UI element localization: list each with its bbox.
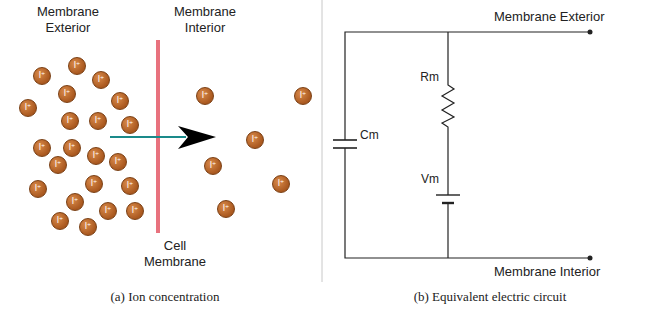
ion-circle: I⁺ xyxy=(66,193,84,211)
region-label: Membrane Exterior xyxy=(28,4,108,37)
ion-symbol: I⁺ xyxy=(85,223,92,231)
terminal-dot xyxy=(588,256,593,261)
ion-symbol: I⁺ xyxy=(278,180,285,188)
ion-symbol: I⁺ xyxy=(35,185,42,193)
ion-circle: I⁺ xyxy=(19,99,37,117)
ion-symbol: I⁺ xyxy=(39,144,46,152)
ion-symbol: I⁺ xyxy=(223,205,230,213)
ion-symbol: I⁺ xyxy=(64,90,71,98)
caption: (b) Equivalent electric circuit xyxy=(355,289,625,305)
ion-symbol: I⁺ xyxy=(39,72,46,80)
ion-circle: I⁺ xyxy=(58,85,76,103)
ion-symbol: I⁺ xyxy=(210,162,217,170)
wire xyxy=(345,148,590,258)
ion-symbol: I⁺ xyxy=(55,161,62,169)
ion-circle: I⁺ xyxy=(87,147,105,165)
ion-symbol: I⁺ xyxy=(25,104,32,112)
circuit xyxy=(333,32,590,258)
flow-arrow-shaft xyxy=(110,136,186,138)
ion-circle: I⁺ xyxy=(33,67,51,85)
ion-circle: I⁺ xyxy=(111,92,129,110)
ion-circle: I⁺ xyxy=(204,157,222,175)
ion-circle: I⁺ xyxy=(121,116,139,134)
terminal-label: Membrane Exterior xyxy=(494,9,605,25)
terminal-dot xyxy=(588,30,593,35)
ion-symbol: I⁺ xyxy=(105,207,112,215)
battery-symbol xyxy=(436,194,460,195)
wire xyxy=(345,32,590,140)
ion-circle: I⁺ xyxy=(29,180,47,198)
region-label: Membrane Interior xyxy=(165,4,245,37)
ion-symbol: I⁺ xyxy=(95,117,102,125)
membrane-label: Cell Membrane xyxy=(135,238,215,271)
terminal-label: Membrane Interior xyxy=(494,264,600,280)
wire xyxy=(447,203,448,258)
ion-circle: I⁺ xyxy=(49,156,67,174)
ion-circle: I⁺ xyxy=(33,139,51,157)
ion-symbol: I⁺ xyxy=(91,180,98,188)
capacitor-symbol xyxy=(333,147,357,149)
ion-circle: I⁺ xyxy=(92,71,110,89)
resistor-symbol xyxy=(442,32,454,195)
flow-arrowhead xyxy=(178,126,216,149)
ion-circle: I⁺ xyxy=(51,212,69,230)
capacitor-symbol xyxy=(333,139,357,141)
ion-symbol: I⁺ xyxy=(98,76,105,84)
component-label: Cm xyxy=(360,128,379,143)
ion-circle: I⁺ xyxy=(61,112,79,130)
ion-symbol: I⁺ xyxy=(117,97,124,105)
caption: (a) Ion concentration xyxy=(40,289,290,305)
ion-circle: I⁺ xyxy=(294,87,312,105)
ion-circle: I⁺ xyxy=(272,175,290,193)
ion-symbol: I⁺ xyxy=(127,121,134,129)
ion-circle: I⁺ xyxy=(63,139,81,157)
ion-symbol: I⁺ xyxy=(93,152,100,160)
ion-symbol: I⁺ xyxy=(72,198,79,206)
ion-symbol: I⁺ xyxy=(74,62,81,70)
ion-circle: I⁺ xyxy=(196,87,214,105)
ion-circle: I⁺ xyxy=(109,153,127,171)
ion-circle: I⁺ xyxy=(126,202,144,220)
component-label: Rm xyxy=(420,70,439,85)
ion-circle: I⁺ xyxy=(121,177,139,195)
ion-circle: I⁺ xyxy=(89,112,107,130)
panel-divider xyxy=(322,0,323,282)
ion-symbol: I⁺ xyxy=(69,144,76,152)
ion-symbol: I⁺ xyxy=(127,182,134,190)
ion-symbol: I⁺ xyxy=(252,136,259,144)
ion-symbol: I⁺ xyxy=(202,92,209,100)
component-label: Vm xyxy=(421,172,439,187)
ion-symbol: I⁺ xyxy=(115,158,122,166)
ion-symbol: I⁺ xyxy=(67,117,74,125)
ion-circle: I⁺ xyxy=(68,57,86,75)
ion-circle: I⁺ xyxy=(79,218,97,236)
ion-circle: I⁺ xyxy=(85,175,103,193)
ion-symbol: I⁺ xyxy=(300,92,307,100)
ion-circle: I⁺ xyxy=(217,200,235,218)
ion-symbol: I⁺ xyxy=(132,207,139,215)
ion-circle: I⁺ xyxy=(246,131,264,149)
ion-circle: I⁺ xyxy=(99,202,117,220)
ion-symbol: I⁺ xyxy=(57,217,64,225)
